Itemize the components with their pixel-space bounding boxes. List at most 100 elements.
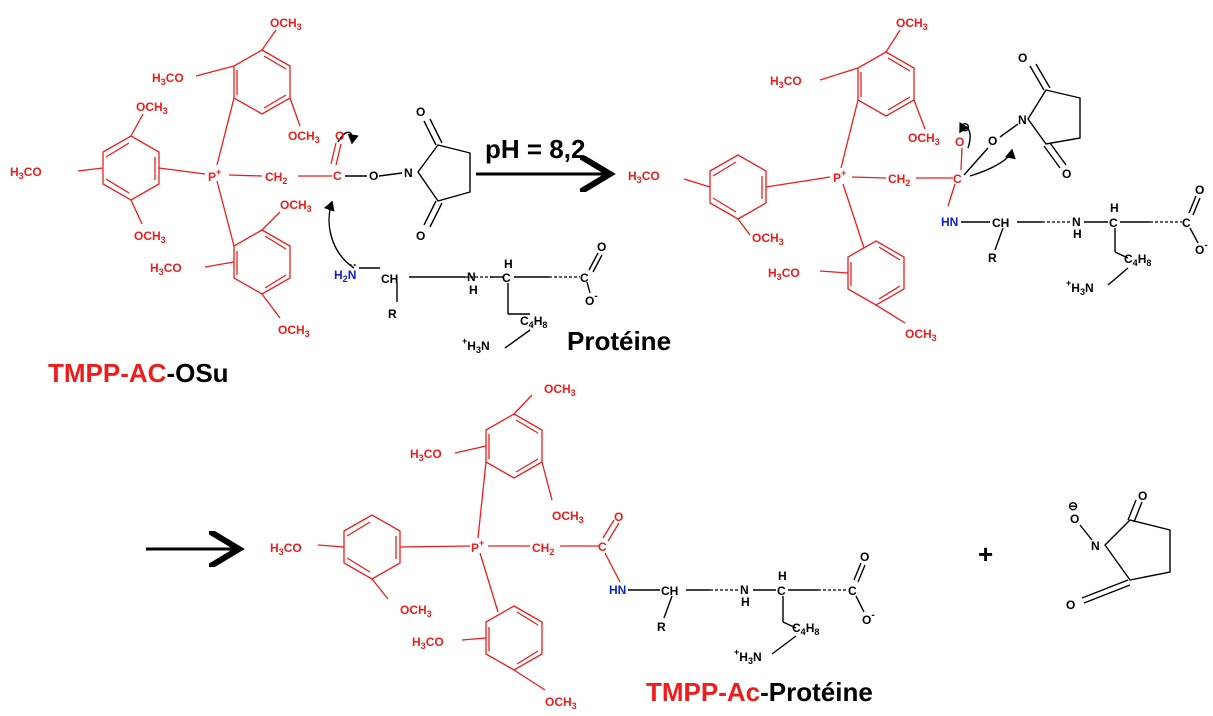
aryl-ring-bottom [485,605,543,671]
carboxylate-o: O [862,613,871,627]
svg-text:H3CO: H3CO [152,71,184,87]
r-group: R [657,620,666,634]
imide-oxygen-top: O [1138,489,1147,503]
alpha-ch: CH [661,584,678,598]
och3-label: OCH [752,231,779,245]
c4h8-label: C [520,314,529,328]
svg-text:OCH3: OCH3 [908,131,940,147]
h3co-label: H [10,165,19,179]
imide-oxygen-bottom: O [1062,167,1071,181]
svg-text:CH2: CH2 [532,541,554,557]
carboxyl-o: O [1195,183,1204,197]
svg-text:H3CO: H3CO [770,74,802,90]
svg-text:O-: O- [862,610,875,627]
carboxyl-c: C [848,584,857,598]
tmpp-ac-osu-molecule: OCH3 H3CO OCH3 OCH3 H3CO OCH3 OCH3 H3CO … [10,16,471,339]
aryl-ring-bottom [847,240,905,306]
h3co-label: H [150,261,159,275]
tmpp-ac-protein-molecule: OCH3 H3CO OCH3 H3CO OCH3 H3CO OCH3 P+ CH… [270,382,623,711]
peptide-h: H [1073,227,1082,241]
carbonyl-oxygen: O [335,129,344,143]
peptide-n: N [1072,215,1081,229]
och3-label: OCH [908,131,935,145]
n-oxide-oxygen: O [1070,512,1079,526]
svg-text:OCH3: OCH3 [278,323,310,339]
svg-text:C4H8: C4H8 [520,314,547,330]
tetrahedral-carbon: C [953,172,962,186]
h3co-label: H [270,541,279,555]
tetrahedral-intermediate: OCH3 H3CO OCH3 H3CO OCH3 H3CO OCH3 P+ CH… [628,16,1081,343]
negative-charge: ⊖ [1068,499,1078,513]
h3co-label: H [770,74,779,88]
alpha-h: H [504,257,513,271]
ammonium-label: H [739,650,748,664]
protein-fragment-3: HN CH R N H H C C4H8 +H3N C O O- [609,550,875,666]
svg-text:··: ·· [349,258,357,272]
alpha-h: H [778,569,787,583]
svg-text:OCH3: OCH3 [552,509,584,525]
phosphorus-label: P [833,171,841,185]
och3-label: OCH [905,327,932,341]
svg-text:H2N: H2N [334,268,356,284]
svg-text:+H3N: +H3N [462,336,490,355]
imide-oxygen-bottom: O [1066,598,1075,612]
leaving-oxygen: O [988,134,997,148]
carboxyl-o: O [860,550,869,564]
peptide-h: H [741,595,750,609]
svg-text:P+: P+ [471,538,484,555]
svg-text:+H3N: +H3N [734,647,762,666]
och3-label: OCH [134,229,161,243]
imide-oxygen-bottom: O [416,229,425,243]
svg-text:OCH3: OCH3 [280,198,312,214]
n-oxysuccinimide-anion: N O ⊖ O O [1066,489,1171,612]
ch2-label: CH [532,541,549,555]
svg-text:CH2: CH2 [265,170,287,186]
och3-label: OCH [280,198,307,212]
alpha-c: C [502,271,511,285]
negative-charge: ⊖ [960,120,970,134]
carboxyl-c: C [1182,216,1191,230]
svg-text:OCH3: OCH3 [270,16,302,32]
alpha-h: H [1110,201,1119,215]
succinimide-ring [1027,89,1081,145]
svg-text:O-: O- [1195,240,1208,257]
svg-text:H3CO: H3CO [628,169,660,185]
h3co-label: H [412,635,421,649]
imide-oxygen-top: O [1018,51,1027,65]
peptide-n: N [740,583,749,597]
svg-text:OCH3: OCH3 [752,231,784,247]
h3co-label: H [628,169,637,183]
r-group: R [388,307,397,321]
ch2-label: CH [888,172,905,186]
och3-label: OCH [896,16,923,30]
aryl-ring-left [102,135,160,201]
imide-nitrogen: N [1018,113,1027,127]
phosphorus-label: P [208,170,216,184]
alkoxide-oxygen: O [955,135,964,149]
aryl-ring-bottom [233,229,291,295]
svg-text:OCH3: OCH3 [544,382,576,398]
succinimide-ring [1104,519,1171,581]
svg-text:P+: P+ [208,167,221,184]
alpha-c: C [777,584,786,598]
phosphorus-label: P [471,541,479,555]
svg-text:CH2: CH2 [888,172,910,188]
ammonium-label: H [467,339,476,353]
svg-text:OCH3: OCH3 [896,16,928,32]
peptide-h: H [469,283,478,297]
aryl-ring-left [709,154,767,220]
svg-text:+H3N: +H3N [1066,278,1094,297]
reagent-name: TMPP-AC-OSu [48,358,229,388]
svg-text:O-: O- [585,291,598,308]
och3-label: OCH [288,129,315,143]
aryl-ring-top [857,51,915,117]
och3-label: OCH [544,382,571,396]
imide-oxygen-top: O [416,105,425,119]
aryl-ring-top [485,413,543,479]
reaction-condition: pH = 8,2 [485,134,585,164]
ester-oxygen: O [369,169,378,183]
h3co-label: H [768,266,777,280]
plus-sign: + [978,539,993,569]
och3-label: OCH [270,16,297,30]
